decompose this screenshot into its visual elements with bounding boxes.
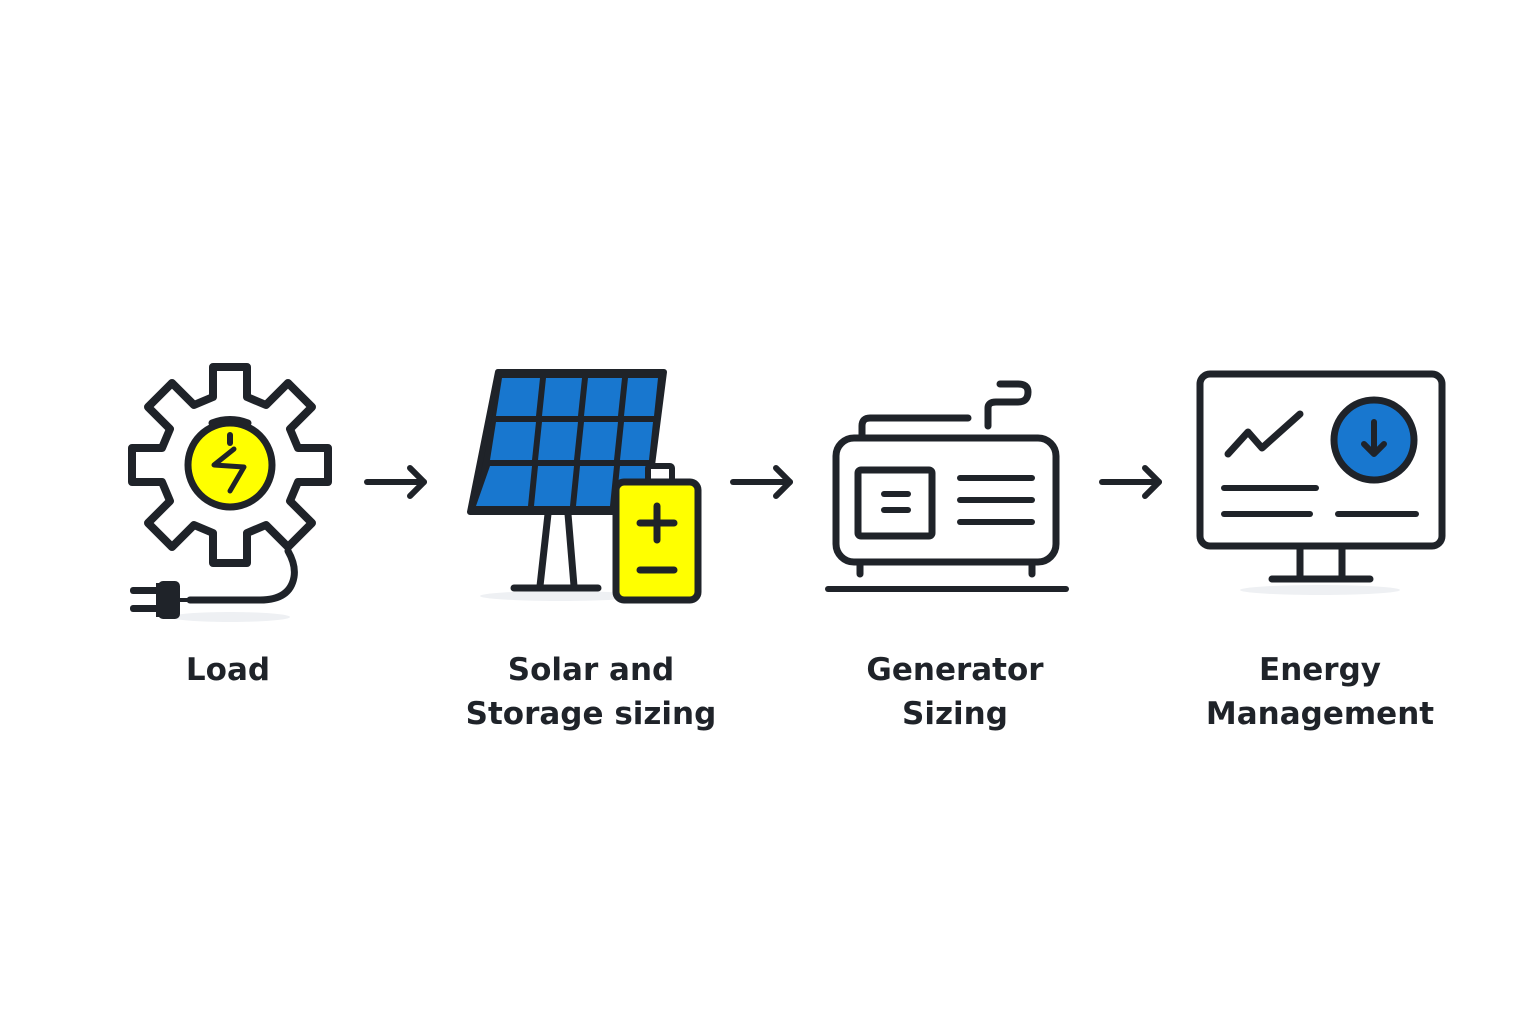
arrow-right-icon <box>1099 465 1162 499</box>
arrow-right-icon <box>364 465 427 499</box>
solar-battery-icon <box>467 369 702 604</box>
step-label-load: Load <box>185 652 271 688</box>
generator-icon <box>825 380 1069 592</box>
step-label-solar-storage: Solar and Storage sizing <box>465 652 717 732</box>
arrow-right-icon <box>730 465 793 499</box>
step-label-generator: Generator Sizing <box>866 652 1044 732</box>
monitor-dashboard-icon <box>1196 370 1446 595</box>
step-label-energy-management: Energy Management <box>1205 652 1435 732</box>
gear-plug-icon <box>128 363 332 622</box>
